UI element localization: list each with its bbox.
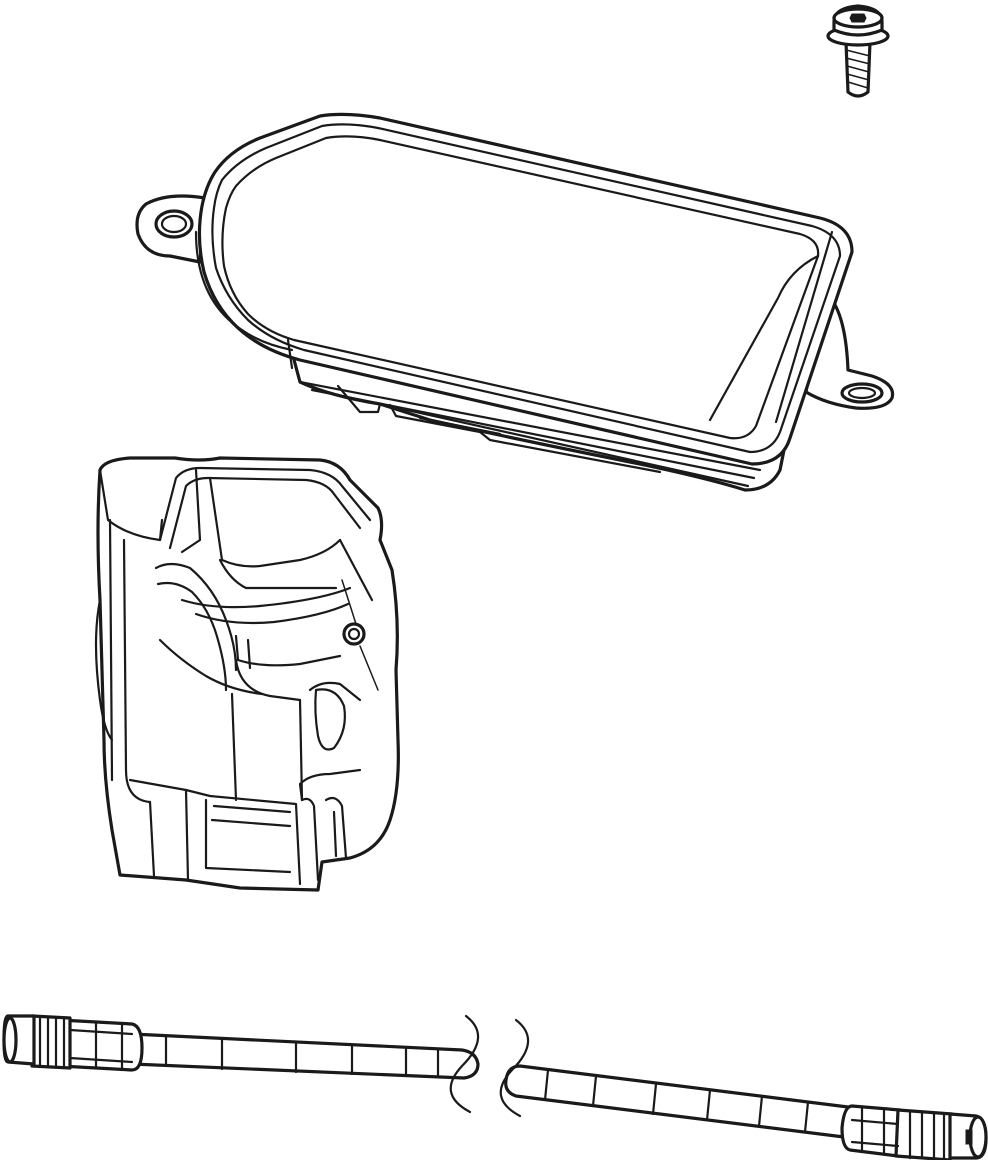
left-plug-connector bbox=[2, 1014, 144, 1072]
right-plug-connector bbox=[840, 1104, 988, 1160]
cable-right-segment bbox=[504, 1064, 858, 1140]
cable-left-segment bbox=[130, 1032, 480, 1080]
cable-break-symbol bbox=[449, 1014, 530, 1118]
screw bbox=[826, 4, 890, 98]
torx-recess-icon bbox=[849, 13, 867, 23]
cable-left-bands bbox=[164, 1034, 440, 1079]
cable-right-bands bbox=[543, 1068, 810, 1134]
screw-thread bbox=[845, 49, 871, 89]
connector-housing bbox=[94, 456, 400, 892]
connection-cable bbox=[2, 1014, 988, 1160]
housing-outline bbox=[96, 456, 400, 892]
control-unit-cover bbox=[135, 112, 895, 492]
cover-top-shell bbox=[197, 112, 854, 466]
